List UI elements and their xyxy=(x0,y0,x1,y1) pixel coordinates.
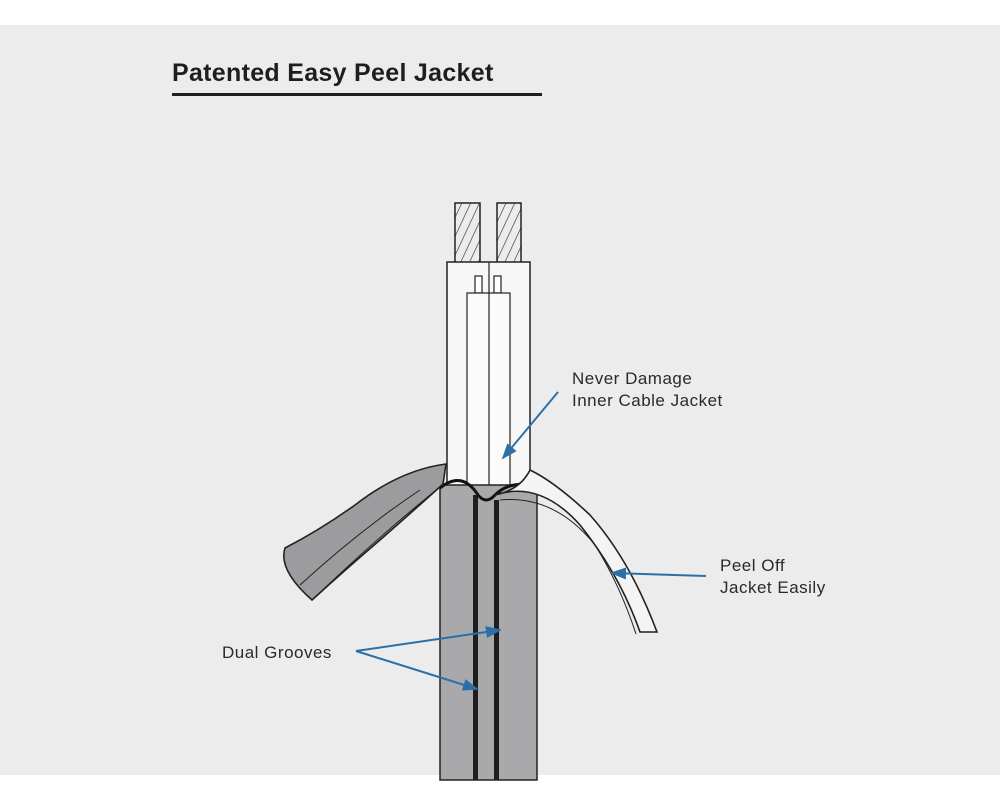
title-underline xyxy=(172,93,542,96)
diagram-title: Patented Easy Peel Jacket xyxy=(172,59,494,87)
arrow-inner-jacket xyxy=(501,391,559,460)
peeled-flap-left xyxy=(283,463,447,602)
label-line: Jacket Easily xyxy=(720,578,826,597)
label-line: Never Damage xyxy=(572,369,693,388)
label-dual-grooves: Dual Grooves xyxy=(222,643,332,662)
groove-left xyxy=(473,495,478,780)
label-never-damage: Never Damage Inner Cable Jacket xyxy=(572,368,723,412)
label-line: Inner Cable Jacket xyxy=(572,391,723,410)
arrow-peel-off xyxy=(610,567,707,580)
arrow-groove-left xyxy=(355,650,479,691)
arrow-groove-right xyxy=(355,626,502,652)
label-peel-off: Peel Off Jacket Easily xyxy=(720,555,826,599)
conductor-left xyxy=(454,202,481,264)
peeled-flap-right xyxy=(494,468,659,633)
groove-right xyxy=(494,500,499,780)
label-line: Peel Off xyxy=(720,556,786,575)
conductor-right xyxy=(496,202,522,264)
